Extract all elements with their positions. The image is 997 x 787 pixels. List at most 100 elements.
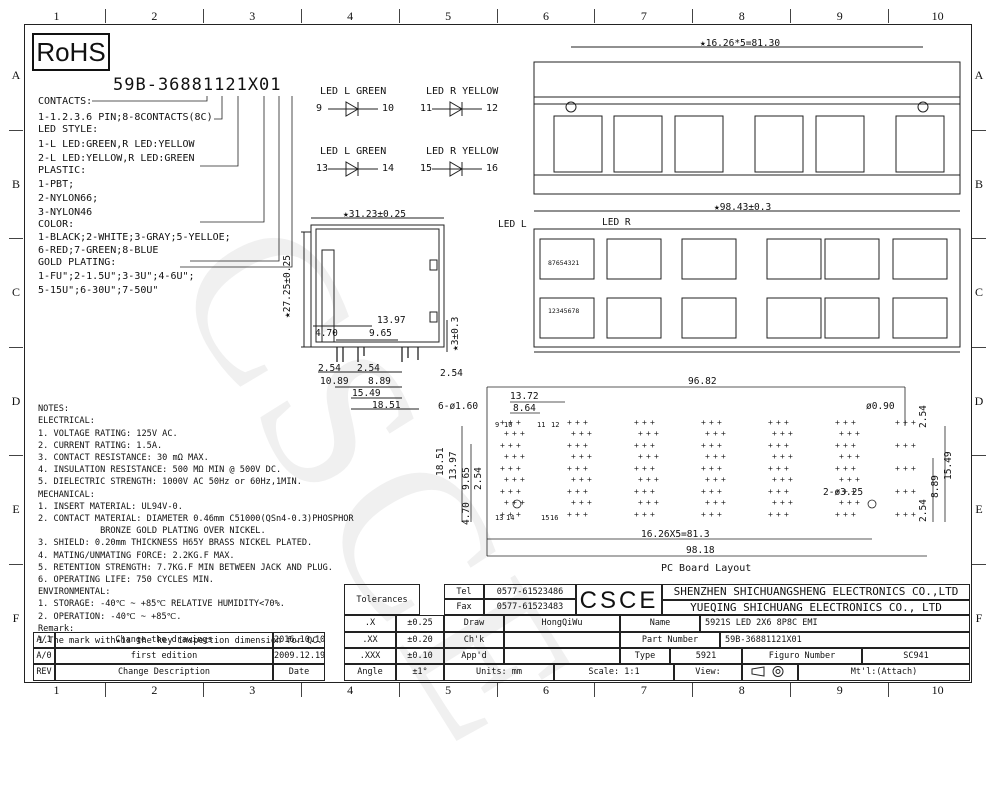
figure-number-label: Figuro Number <box>742 648 862 664</box>
pcb-hole: + <box>500 510 505 519</box>
pcb-hole: + <box>504 452 509 461</box>
note-line: 2. CURRENT RATING: 1.5A. <box>38 440 163 451</box>
pcb-hole: + <box>788 475 793 484</box>
rev-header-date: Date <box>273 664 325 681</box>
led-title-1: LED L GREEN <box>320 86 387 97</box>
pcb-hole: + <box>717 441 722 450</box>
pcb-hole: + <box>768 441 773 450</box>
pcb-hole: + <box>843 487 848 496</box>
pcb-hole: + <box>839 429 844 438</box>
pcb-hole: + <box>776 464 781 473</box>
pcb-hole: + <box>911 464 916 473</box>
option-contacts-value: 1-1.2.3.6 PIN;8-8CONTACTS(8C) <box>38 112 213 123</box>
pcb-hole: + <box>843 464 848 473</box>
side-view-drawing <box>301 217 448 410</box>
part-number-label: Part Number <box>620 632 720 648</box>
pcb-hole: + <box>851 418 856 427</box>
pcb-hole: + <box>512 429 517 438</box>
pcb-hole: + <box>638 475 643 484</box>
pcb-hole: + <box>571 429 576 438</box>
tol-xx-val: ±0.20 <box>396 632 444 648</box>
pcb-hole: + <box>721 452 726 461</box>
pcb-hole: + <box>895 510 900 519</box>
note-line: ELECTRICAL: <box>38 416 95 427</box>
side-dim-8-89: 8.89 <box>368 376 391 387</box>
pcb-hole: + <box>575 441 580 450</box>
pcb-hole: + <box>851 510 856 519</box>
pcb-hole: + <box>567 441 572 450</box>
pcb-hole: + <box>843 418 848 427</box>
pcb-peg-dim: 2-ø3.25 <box>823 487 864 498</box>
pcb-hole: + <box>780 498 785 507</box>
led-title-4: LED R YELLOW <box>426 146 499 157</box>
pcb-overall-dim: 96.82 <box>688 376 717 387</box>
option-gold-1: 1-FU";2-1.5U";3-3U";4-6U"; <box>38 271 195 282</box>
pcb-hole: + <box>843 510 848 519</box>
pcb-hole: + <box>768 464 773 473</box>
note-line: 2. CONTACT MATERIAL: DIAMETER 0.46mm C51… <box>38 514 354 525</box>
pcb-hole: + <box>903 418 908 427</box>
pcb-hole: + <box>500 441 505 450</box>
pcb-hole: + <box>776 441 781 450</box>
led-pin-11: 11 <box>420 103 433 114</box>
pcb-hole: + <box>851 441 856 450</box>
pcb-hole: + <box>780 475 785 484</box>
pcb-pin-16: 16 <box>550 514 559 522</box>
pcb-hole: + <box>705 475 710 484</box>
name-label: Name <box>620 615 700 632</box>
pcb-hole: + <box>642 487 647 496</box>
pcb-hole: + <box>855 452 860 461</box>
pcb-hole: + <box>784 510 789 519</box>
rev-a0-date: 2009.12.19 <box>273 648 325 664</box>
pcb-hole: + <box>642 464 647 473</box>
note-line: 5. DIELECTRIC STRENGTH: 1000V AC 50Hz or… <box>38 477 302 488</box>
pcb-hole: + <box>516 510 521 519</box>
pcb-hole: + <box>713 429 718 438</box>
pcb-hole: + <box>903 510 908 519</box>
option-plastic-3: 3-NYLON46 <box>38 207 93 218</box>
pcb-pin-15: 15 <box>541 514 550 522</box>
pcb-hole: + <box>721 498 726 507</box>
check-label: Ch'k <box>444 632 504 648</box>
led-pin-15: 15 <box>420 163 433 174</box>
led-pin-9: 9 <box>316 103 323 114</box>
pcb-hole: + <box>772 452 777 461</box>
pcb-hole: + <box>654 429 659 438</box>
tb-tel: 0577-61523486 <box>484 584 576 599</box>
rev-a0: A/0 <box>33 648 55 664</box>
pcb-hole: + <box>895 418 900 427</box>
rohs-badge: RoHS <box>32 33 110 71</box>
rev-a1-date: 2016.10.10 <box>273 632 325 648</box>
side-dim-10-89: 10.89 <box>320 376 349 387</box>
option-led-2: 2-L LED:YELLOW,R LED:GREEN <box>38 153 195 164</box>
pcb-hole: + <box>579 452 584 461</box>
pcb-hole: + <box>911 441 916 450</box>
pcb-hole: + <box>500 464 505 473</box>
pcb-hole: + <box>717 464 722 473</box>
pcb-hole: + <box>895 464 900 473</box>
pcb-hole: + <box>911 510 916 519</box>
pcb-layout-drawing <box>461 386 946 557</box>
figure-number-value: SC941 <box>862 648 970 664</box>
side-dim-15-49: 15.49 <box>352 388 381 399</box>
pcb-hole: + <box>709 441 714 450</box>
part-code: 59B-36881121X01 <box>113 75 282 95</box>
pcb-hole: + <box>768 510 773 519</box>
side-dim-4-70: 4.70 <box>315 328 338 339</box>
pcb-hole: + <box>508 487 513 496</box>
pcb-hole: + <box>520 429 525 438</box>
tol-xxx-val: ±0.10 <box>396 648 444 664</box>
pcb-hole: + <box>579 429 584 438</box>
pcb-hole: + <box>772 498 777 507</box>
tb-fax: 0577-61523483 <box>484 599 576 615</box>
pcb-hole: + <box>701 487 706 496</box>
pcb-hole: + <box>713 475 718 484</box>
pcb-hole: + <box>768 418 773 427</box>
pcb-small-hole-dim: ø0.90 <box>866 401 895 412</box>
pcb-hole: + <box>705 452 710 461</box>
led-title-3: LED L GREEN <box>320 146 387 157</box>
pcb-hole: + <box>701 418 706 427</box>
